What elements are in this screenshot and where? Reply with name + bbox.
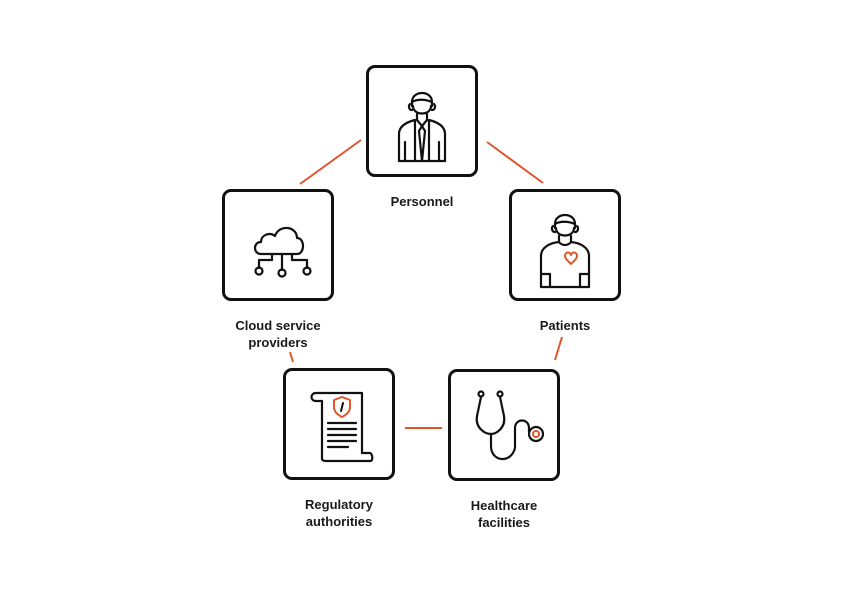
regulation-document-icon [310, 391, 374, 463]
businessman-icon [397, 91, 447, 163]
node-label-regulatory-authorities: Regulatory authorities [305, 497, 373, 529]
node-label-cloud-service-providers: Cloud service providers [235, 318, 321, 350]
connector-patients-healthcare [554, 336, 563, 361]
connector-regulatory-cloud [289, 351, 294, 363]
node-healthcare-facilities [448, 369, 560, 481]
node-label-healthcare-facilities: Healthcare facilities [470, 498, 538, 530]
cloud-network-icon [253, 226, 312, 278]
node-regulatory-authorities [283, 368, 395, 480]
node-label-personnel: Personnel [390, 194, 454, 209]
node-cloud-service-providers [222, 189, 334, 301]
node-personnel [366, 65, 478, 177]
node-patients [509, 189, 621, 301]
node-label-patients: Patients [539, 318, 591, 333]
connector-cloud-personnel [299, 139, 362, 185]
stethoscope-icon [475, 390, 545, 461]
connector-personnel-patients [486, 141, 544, 184]
patient-heart-icon [539, 213, 591, 289]
